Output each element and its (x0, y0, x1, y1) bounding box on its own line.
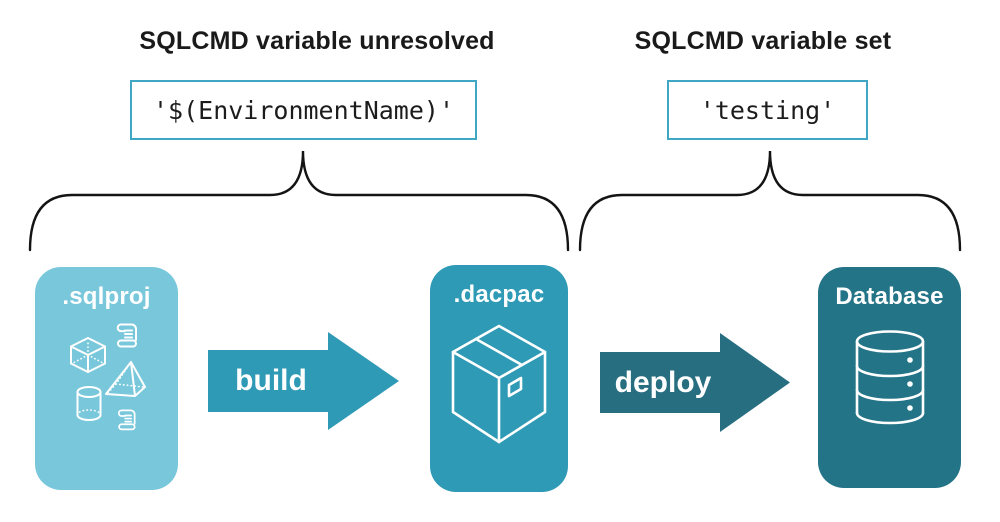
scroll-icon (116, 323, 137, 348)
node-dacpac: .dacpac (430, 265, 568, 492)
scroll-icon (118, 409, 136, 431)
cube-icon (70, 337, 106, 373)
deploy-arrow: deploy (600, 333, 790, 432)
code-value-set: 'testing' (699, 95, 836, 125)
heading-set: SQLCMD variable set (634, 27, 892, 55)
node-sqlproj: .sqlproj (35, 267, 178, 490)
pyramid-icon (105, 361, 146, 397)
build-arrow-label: build (235, 364, 307, 397)
code-box-set: 'testing' (667, 80, 868, 140)
code-box-unresolved: '$(EnvironmentName)' (130, 80, 477, 140)
node-database: Database (818, 267, 961, 488)
deploy-arrow-label: deploy (614, 365, 712, 399)
right-brace (578, 150, 962, 252)
arrow-right-icon (600, 333, 790, 432)
build-arrow: build (208, 332, 399, 430)
node-database-label: Database (835, 283, 944, 310)
database-icon (855, 330, 925, 425)
code-value-unresolved: '$(EnvironmentName)' (152, 95, 455, 125)
heading-unresolved: SQLCMD variable unresolved (139, 27, 495, 55)
package-icon (451, 324, 547, 444)
cylinder-icon (76, 386, 102, 421)
left-brace (28, 150, 570, 252)
node-dacpac-label: .dacpac (453, 281, 545, 308)
arrow-right-icon (208, 332, 399, 430)
node-sqlproj-label: .sqlproj (62, 283, 151, 310)
